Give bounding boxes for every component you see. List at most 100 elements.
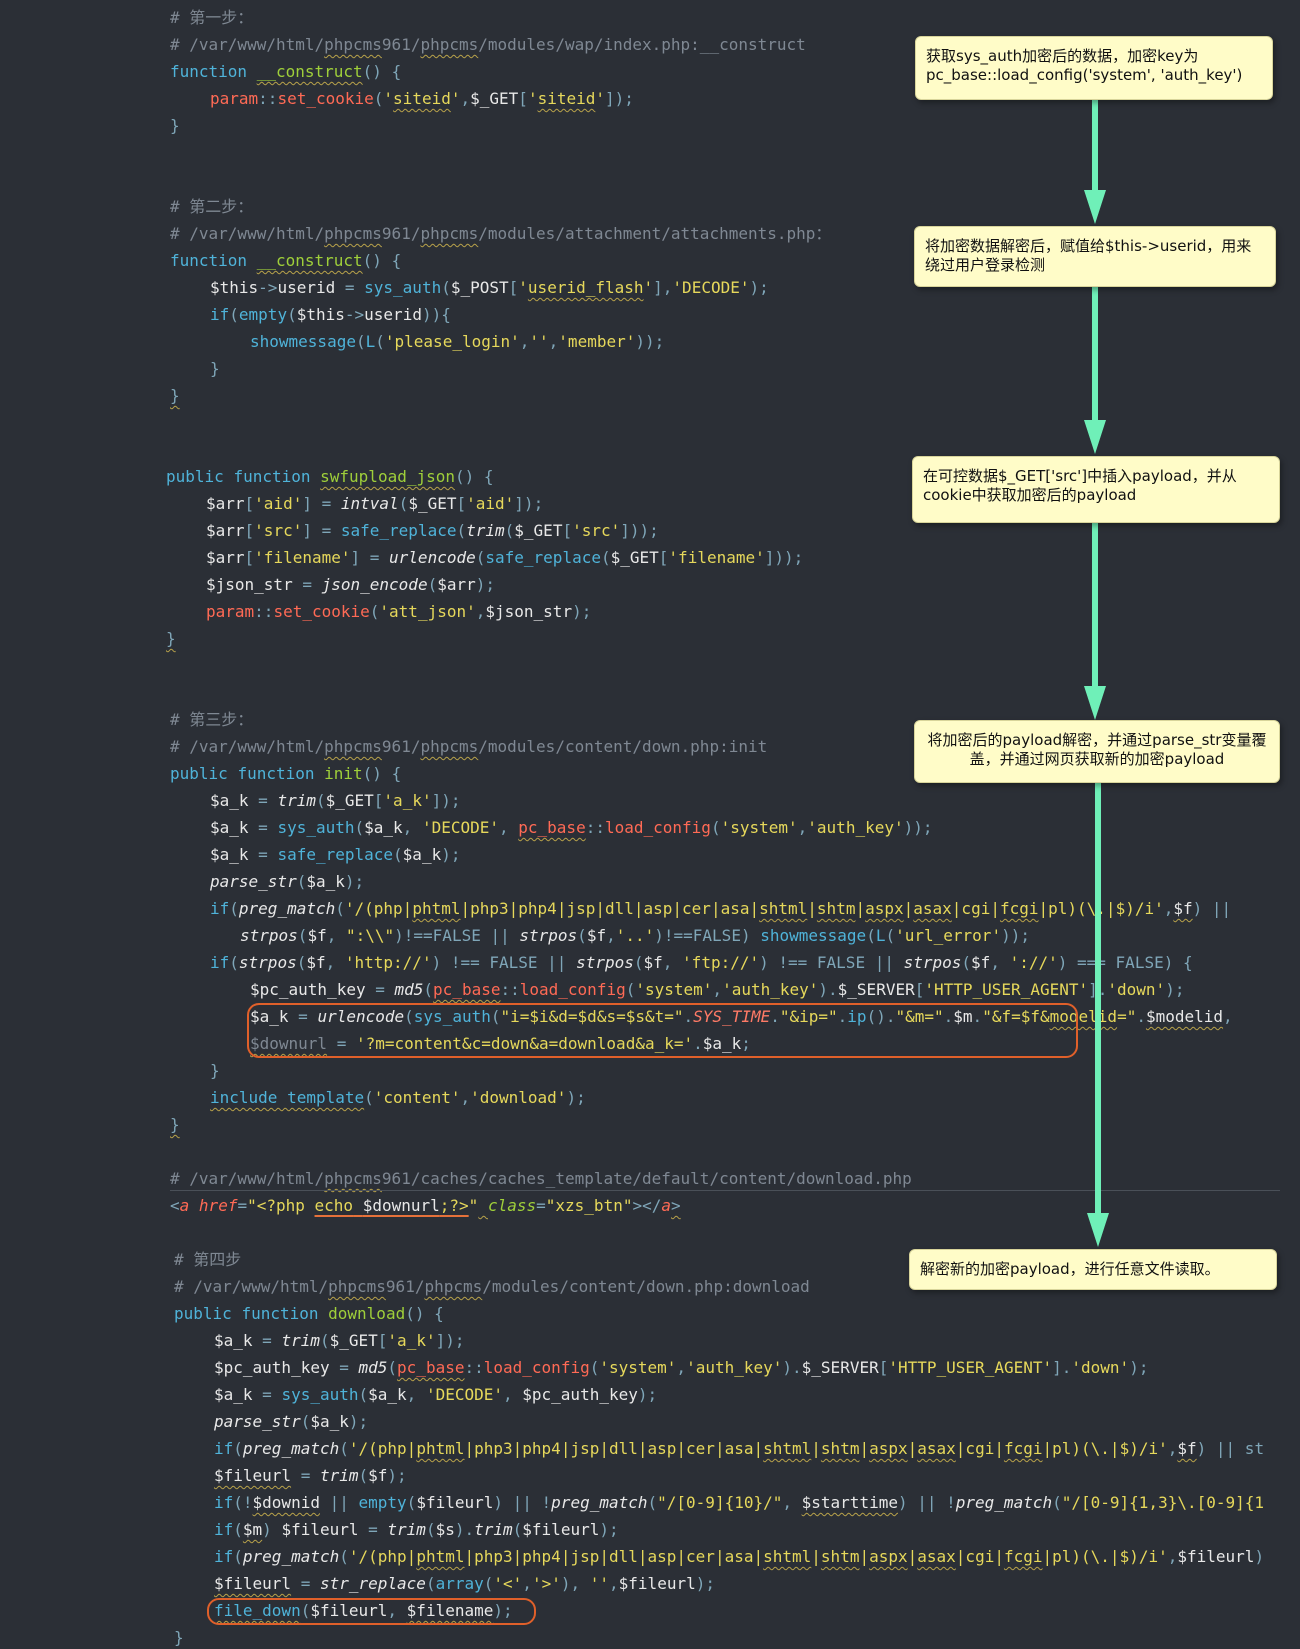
code-token: $arr (437, 575, 476, 594)
code-token: ); (348, 1412, 369, 1431)
code-token: , (406, 1385, 426, 1404)
code-token: $downid (252, 1493, 320, 1512)
code-token: $arr (206, 521, 245, 540)
code-token: 'system' (599, 1358, 677, 1377)
code-token: json_encode (321, 575, 428, 594)
code-token (247, 251, 257, 270)
code-token (311, 467, 321, 486)
code-token: echo (314, 1196, 354, 1215)
code-token: ( (229, 305, 239, 324)
code-token: } (170, 116, 180, 135)
code-line: } (170, 116, 180, 136)
code-token: ( (233, 1520, 243, 1539)
code-token: if (210, 899, 230, 918)
code-token: ( (339, 1439, 349, 1458)
code-token: 'a_k' (387, 1331, 436, 1350)
code-token: $fileurl (618, 1574, 696, 1593)
code-token: "&m=" (895, 1007, 944, 1026)
arrow-shaft-3 (1092, 523, 1098, 688)
code-line: public function init() { (170, 764, 401, 784)
code-token: load_config (519, 980, 626, 999)
code-token: () { (455, 467, 494, 486)
code-token: ( (512, 1520, 523, 1539)
code-token: pc_base (397, 1358, 465, 1377)
code-token: class (487, 1196, 537, 1215)
code-token: if (210, 953, 230, 972)
code-token: $starttime (801, 1493, 898, 1512)
code-token: = (248, 818, 278, 837)
code-token: intval (340, 494, 399, 513)
code-token: . (693, 1034, 703, 1053)
code-token: 'filename' (254, 548, 351, 567)
code-token: set_cookie (277, 89, 374, 108)
code-line: if(empty($this->userid)){ (210, 305, 451, 325)
code-token: preg_match (238, 899, 336, 918)
code-token: if (210, 305, 230, 324)
code-token: strpos (576, 953, 634, 972)
code-token: $fileurl (214, 1466, 292, 1485)
code-token: ])); (620, 521, 659, 540)
code-token: , (548, 332, 559, 351)
code-token: asax (917, 1547, 956, 1566)
code-token: " (468, 1196, 479, 1215)
code-token: sys_auth (413, 1007, 491, 1026)
code-line: # 第四步 (174, 1250, 241, 1270)
code-token: phtml (416, 1547, 465, 1566)
code-token: $s (435, 1520, 455, 1539)
code-token: $this (210, 278, 259, 297)
code-token: ( (600, 548, 611, 567)
code-token: asax (913, 899, 952, 918)
code-token: trim (277, 791, 316, 810)
code-token: ' (518, 278, 528, 297)
code-token: ' (643, 278, 654, 297)
code-token: ' (383, 89, 394, 108)
code-token: , (676, 1358, 687, 1377)
code-token: public (166, 467, 224, 486)
code-token: )); (903, 818, 933, 837)
code-token: $fileurl (1177, 1547, 1255, 1566)
code-token: 'aid' (254, 494, 303, 513)
code-token: ] = (302, 521, 341, 540)
code-line: } (170, 386, 180, 406)
code-token: $a_k (310, 1412, 349, 1431)
code-token: $f (586, 926, 607, 945)
code-token: |cgi| (951, 899, 1000, 918)
code-token: '>' (531, 1574, 561, 1593)
code-line: function __construct() { (170, 251, 401, 271)
code-token: empty (238, 305, 288, 324)
code-token: ); (566, 1088, 586, 1107)
code-token: [ (244, 494, 255, 513)
code-token: (). (866, 1007, 896, 1026)
code-token: ) (1254, 1547, 1265, 1566)
code-token: 'please_login' (384, 332, 520, 351)
code-token: , (782, 1493, 802, 1512)
code-token: shtml (763, 1547, 812, 1566)
code-token: ( (393, 845, 403, 864)
code-token: $f (971, 953, 991, 972)
code-token: . (683, 1007, 694, 1026)
arrow-down-icon (1084, 190, 1106, 224)
code-token: | (811, 1439, 821, 1458)
code-token: = (292, 575, 322, 594)
code-token: ":\\" (345, 926, 395, 945)
code-line: function __construct() { (170, 62, 401, 82)
code-token: ( (358, 1385, 369, 1404)
arrow-shaft-1 (1092, 100, 1098, 192)
code-token: :: (258, 89, 278, 108)
code-token: = (252, 1385, 282, 1404)
code-token: fcgi (999, 899, 1039, 918)
code-line: public function swfupload_json() { (166, 467, 494, 487)
code-token: $a_k (214, 1385, 253, 1404)
code-line: # 第二步： (170, 197, 253, 217)
code-token: , (519, 332, 530, 351)
code-token: :: (585, 818, 605, 837)
code-token: ( (647, 1493, 658, 1512)
code-token: |php3|php4|jsp|dll|asp|cer|asa| (464, 1439, 764, 1458)
code-token: shtml (763, 1439, 812, 1458)
code-token: ); (493, 1601, 513, 1620)
code-token: fcgi (1003, 1547, 1043, 1566)
code-token: -> (258, 278, 278, 297)
code-token: = (329, 1358, 359, 1377)
code-token: __construct (256, 62, 363, 81)
